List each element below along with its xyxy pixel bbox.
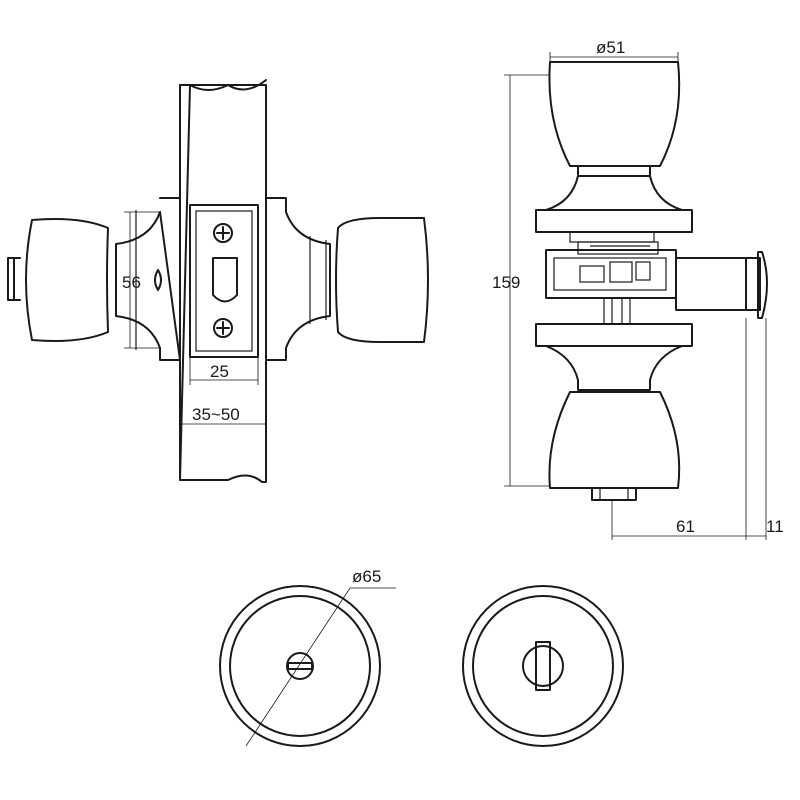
rose-diameter-label: ø65	[352, 567, 381, 586]
side-rose	[115, 197, 331, 361]
dim-overall-length: 159	[492, 74, 550, 487]
left-knob	[25, 218, 109, 342]
top-rose	[535, 209, 693, 233]
top-knob	[548, 61, 681, 167]
dim-rose-height: 56	[122, 211, 160, 349]
door-thickness-label: 35~50	[192, 405, 240, 424]
knob-diameter-label: ø51	[596, 38, 625, 57]
bottom-knob	[548, 391, 681, 489]
latch-hole	[212, 257, 238, 303]
screw-icon	[213, 318, 233, 338]
overall-length-label: 159	[492, 273, 520, 292]
bottom-rose	[535, 323, 693, 347]
dim-backset: 61 11	[611, 318, 784, 540]
dim-door-thickness: 35~50	[180, 405, 266, 425]
outside-rose-view: ø65	[219, 567, 396, 747]
turn-button-icon	[522, 641, 564, 691]
turn-button	[591, 487, 637, 501]
door-section	[179, 84, 267, 483]
inside-rose-view	[462, 585, 624, 747]
latch-projection-label: 11	[766, 517, 784, 536]
latch-plate-width-label: 25	[210, 362, 229, 381]
latch-bolt	[675, 257, 761, 311]
emergency-slot-icon	[286, 652, 314, 680]
dim-latch-plate: 25	[189, 357, 259, 385]
right-knob	[335, 217, 429, 343]
rose-height-label: 56	[122, 273, 141, 292]
backset-label: 61	[676, 517, 695, 536]
dim-knob-diameter: ø51	[549, 38, 679, 62]
side-view: 56 25 35~50	[7, 79, 429, 483]
screw-icon	[213, 223, 233, 243]
front-view: ø51 159 61 11	[492, 38, 784, 540]
